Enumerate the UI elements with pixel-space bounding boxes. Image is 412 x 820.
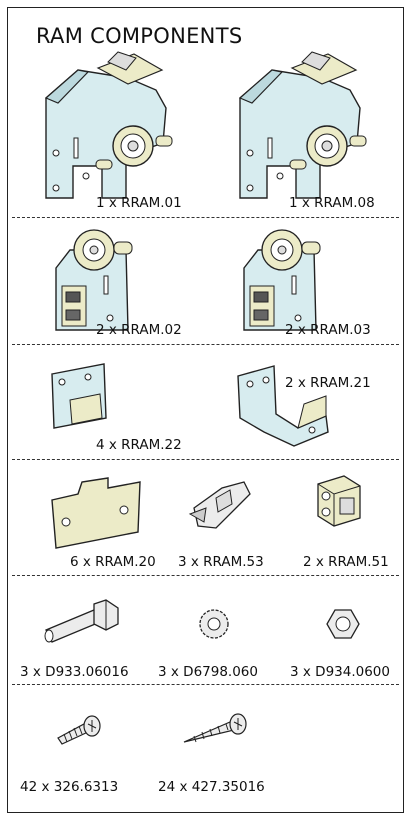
- wood-screw-icon: [183, 713, 247, 743]
- hex-nut-icon: [326, 609, 360, 639]
- part-label: 1 x RRAM.01: [96, 195, 182, 211]
- row-separator: [12, 344, 399, 345]
- part-label: 2 x RRAM.03: [285, 322, 371, 338]
- lock-washer-icon: [199, 609, 229, 639]
- part-label: 3 x D6798.060: [158, 664, 258, 680]
- part-label: 2 x RRAM.21: [285, 375, 371, 391]
- part-label: 3 x RRAM.53: [178, 554, 264, 570]
- stop-block-icon: [317, 475, 361, 527]
- guide-wheel-plate-icon: [55, 229, 133, 331]
- row-separator: [12, 575, 399, 576]
- bracket-carriage-icon: [238, 51, 367, 199]
- part-label: 2 x RRAM.02: [96, 322, 182, 338]
- page-title: RAM COMPONENTS: [36, 24, 243, 48]
- part-label: 1 x RRAM.08: [289, 195, 375, 211]
- part-label: 3 x D934.0600: [290, 664, 390, 680]
- short-screw-icon: [57, 715, 101, 745]
- part-label: 4 x RRAM.22: [96, 437, 182, 453]
- part-label: 6 x RRAM.20: [70, 554, 156, 570]
- components-sheet: RAM COMPONENTS 1 x RRAM.01 1 x: [7, 7, 404, 813]
- hex-bolt-icon: [44, 599, 119, 643]
- part-label: 2 x RRAM.51: [303, 554, 389, 570]
- bracket-carriage-icon: [44, 51, 173, 199]
- bent-bracket-icon: [237, 365, 329, 447]
- part-label: 42 x 326.6313: [20, 779, 119, 795]
- part-label: 3 x D933.06016: [20, 664, 129, 680]
- clip-icon: [188, 481, 251, 529]
- clip-bracket-icon: [51, 363, 107, 429]
- guide-wheel-plate-icon: [243, 229, 321, 331]
- row-separator: [12, 459, 399, 460]
- row-separator: [12, 684, 399, 685]
- row-separator: [12, 217, 399, 218]
- part-label: 24 x 427.35016: [158, 779, 265, 795]
- flat-plate-icon: [51, 477, 141, 549]
